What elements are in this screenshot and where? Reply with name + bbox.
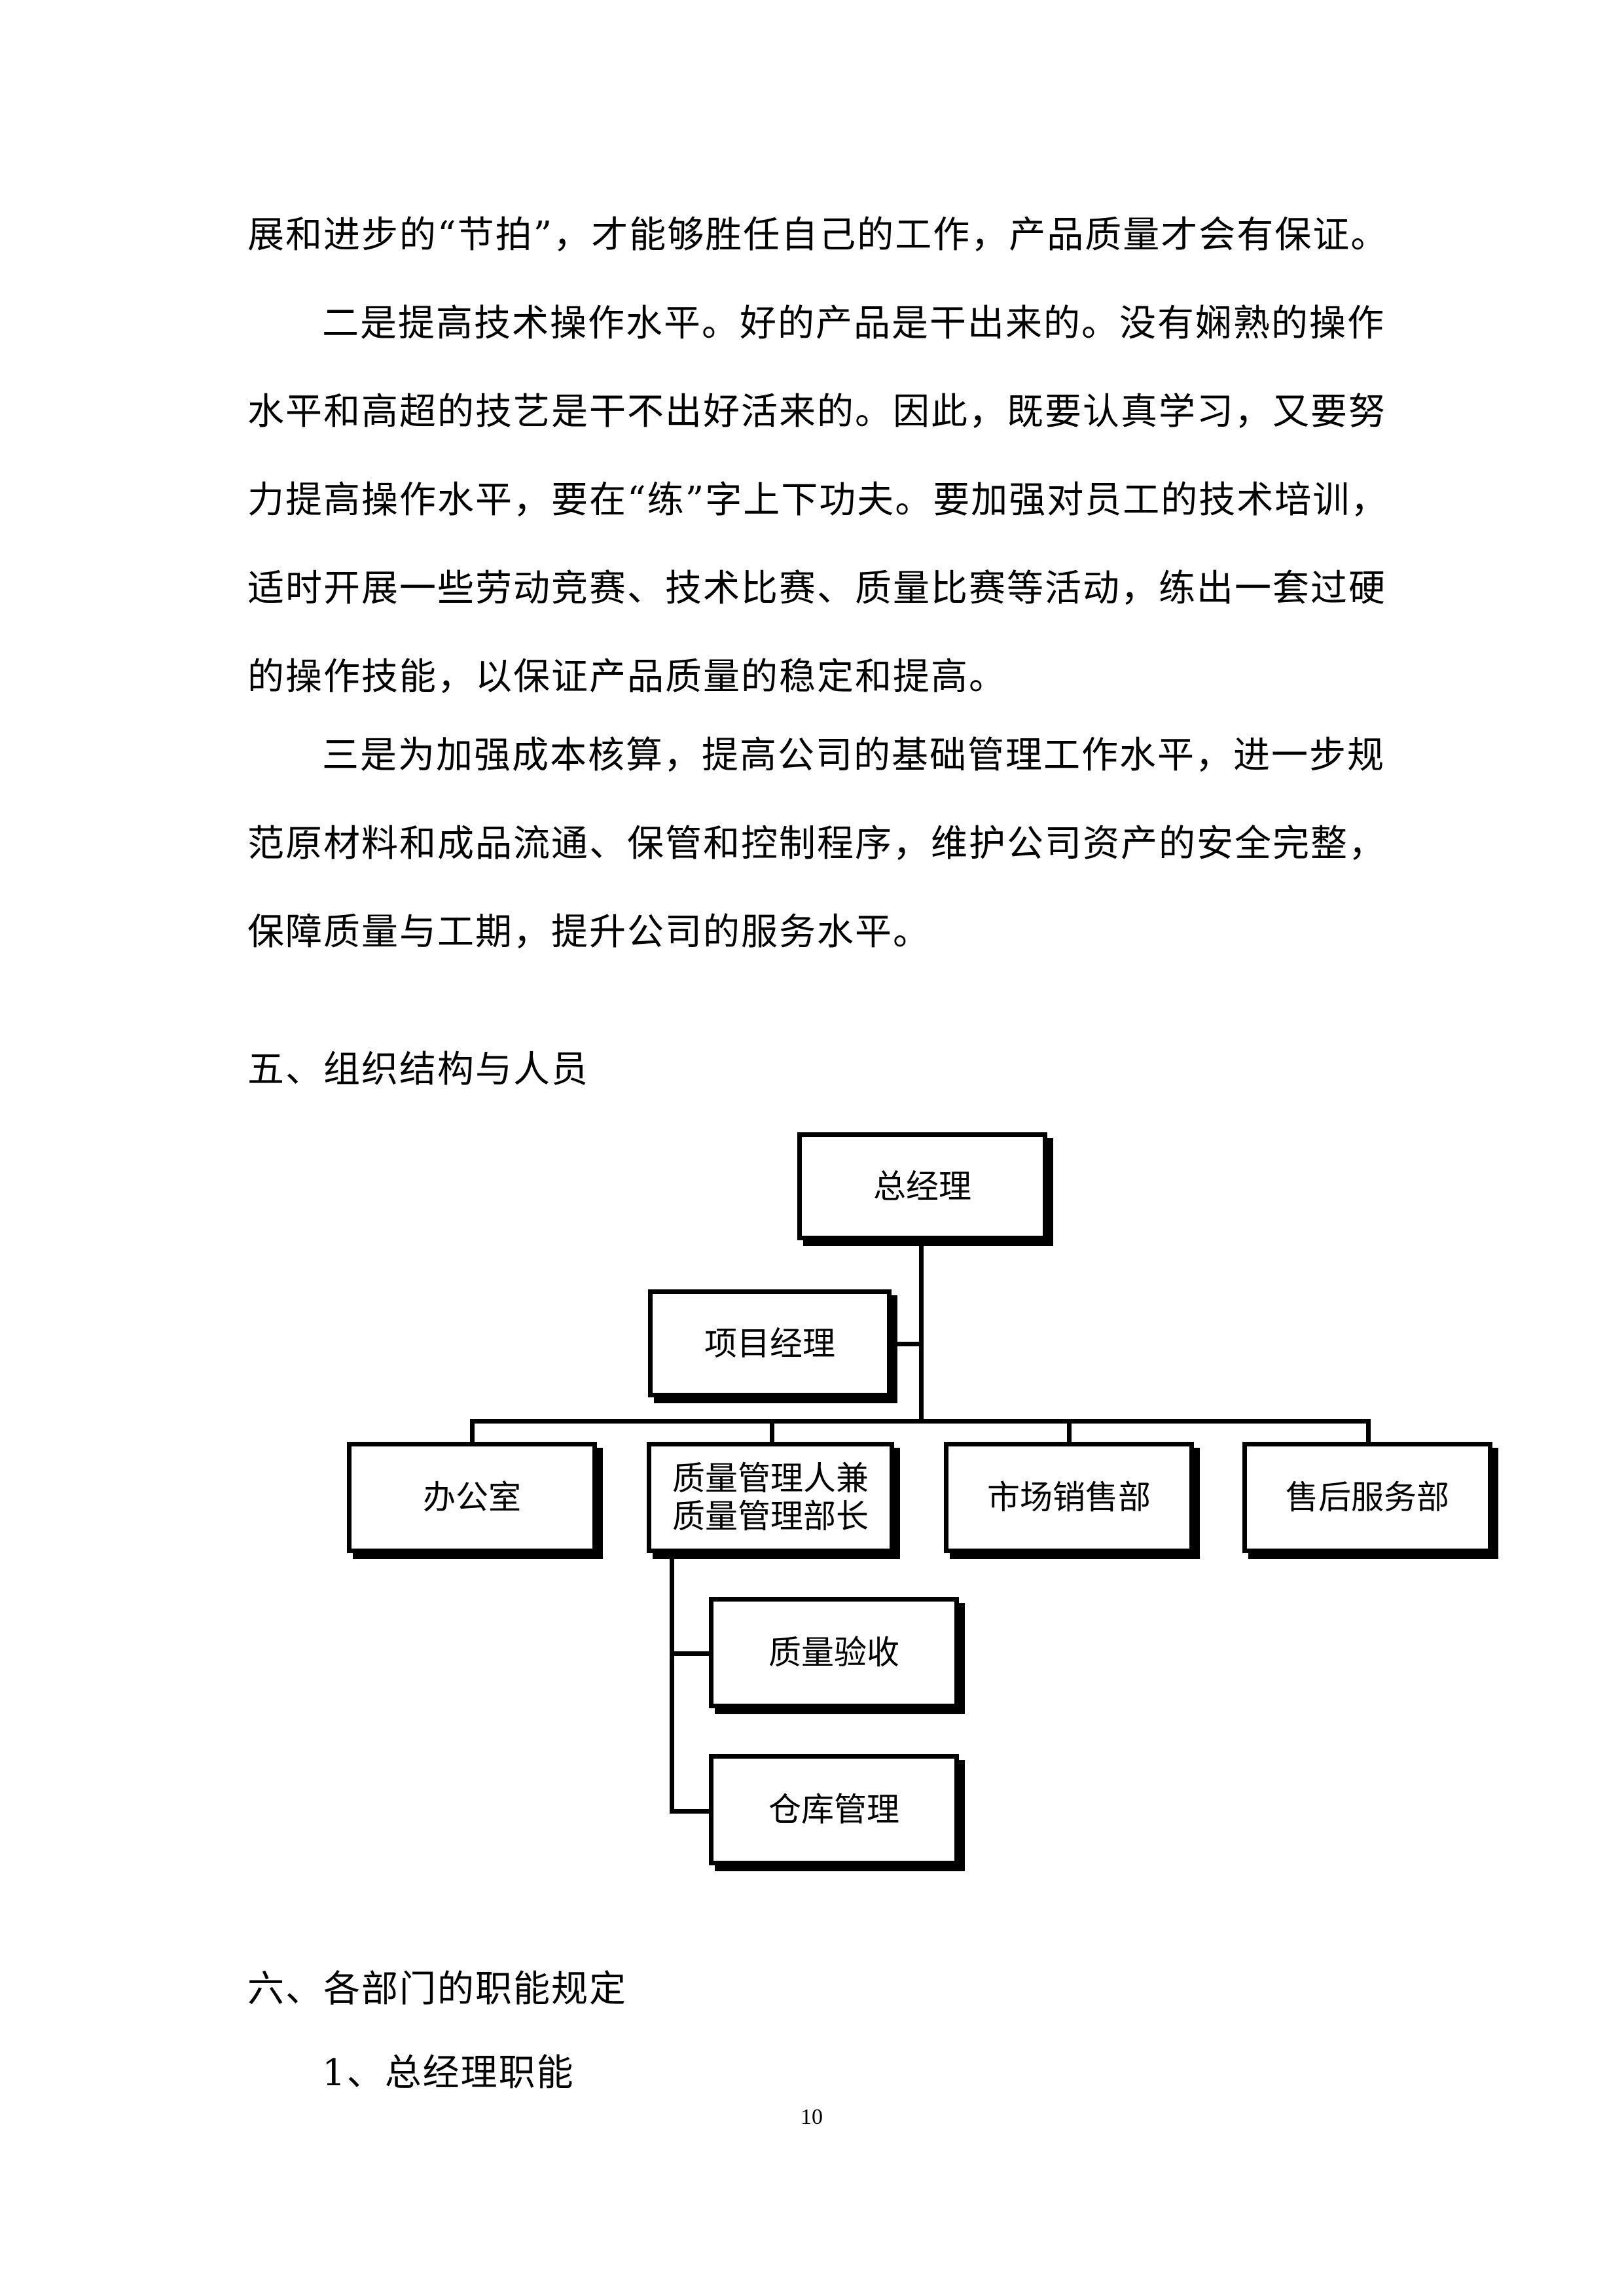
org-box-warehouse: 仓库管理 (709, 1754, 959, 1865)
paragraph-line: 范原材料和成品流通、保管和控制程序，维护公司资产的安全完整， (247, 823, 1386, 865)
paragraph-line: 三是为加强成本核算，提高公司的基础管理工作水平，进一步规 (322, 734, 1385, 777)
paragraph-line: 展和进步的“节拍”，才能够胜任自己的工作，产品质量才会有保证。 (247, 214, 1389, 257)
org-box-after-sales: 售后服务部 (1242, 1442, 1492, 1553)
connector-line (1366, 1419, 1371, 1446)
section-heading: 六、各部门的职能规定 (247, 1968, 627, 2011)
paragraph-line: 的操作技能，以保证产品质量的稳定和提高。 (247, 656, 1007, 698)
section-heading: 五、组织结构与人员 (247, 1049, 589, 1091)
page-number: 10 (801, 2105, 823, 2129)
paragraph-line: 适时开展一些劳动竞赛、技术比赛、质量比赛等活动，练出一套过硬 (247, 567, 1386, 610)
org-box-quality-inspection: 质量验收 (709, 1597, 959, 1708)
org-box-label: 售后服务部 (1286, 1479, 1449, 1516)
paragraph-line: 水平和高超的技艺是干不出好活来的。因此，既要认真学习，又要努 (247, 391, 1386, 433)
paragraph-line: 二是提高技术操作水平。好的产品是干出来的。没有娴熟的操作 (322, 302, 1385, 345)
connector-line (470, 1419, 1371, 1424)
org-box-label: 总经理 (873, 1167, 971, 1206)
connector-line (919, 1237, 924, 1422)
subsection-heading: 1、总经理职能 (322, 2052, 575, 2094)
connector-line (770, 1419, 774, 1446)
org-box-general-manager: 总经理 (797, 1132, 1047, 1240)
org-box-label: 项目经理 (704, 1324, 835, 1363)
org-box-label: 市场销售部 (987, 1479, 1151, 1516)
org-box-label: 仓库管理 (768, 1791, 899, 1829)
connector-line (1067, 1419, 1072, 1446)
connector-line (890, 1342, 924, 1346)
org-box-marketing: 市场销售部 (944, 1442, 1194, 1553)
org-box-label: 办公室 (423, 1479, 521, 1516)
org-box-office: 办公室 (347, 1442, 597, 1553)
connector-line (670, 1809, 713, 1814)
org-box-label: 质量管理人兼 (672, 1460, 869, 1498)
paragraph-line: 保障质量与工期，提升公司的服务水平。 (247, 911, 931, 954)
org-box-label: 质量管理部长 (672, 1498, 869, 1535)
connector-line (670, 1651, 713, 1656)
paragraph-line: 力提高操作水平，要在“练”字上下功夫。要加强对员工的技术培训， (247, 479, 1389, 522)
org-box-project-manager: 项目经理 (648, 1289, 892, 1397)
connector-line (670, 1550, 674, 1813)
org-box-label: 质量验收 (768, 1634, 899, 1672)
connector-line (470, 1419, 475, 1446)
org-box-quality-management-head: 质量管理人兼 质量管理部长 (647, 1442, 894, 1553)
